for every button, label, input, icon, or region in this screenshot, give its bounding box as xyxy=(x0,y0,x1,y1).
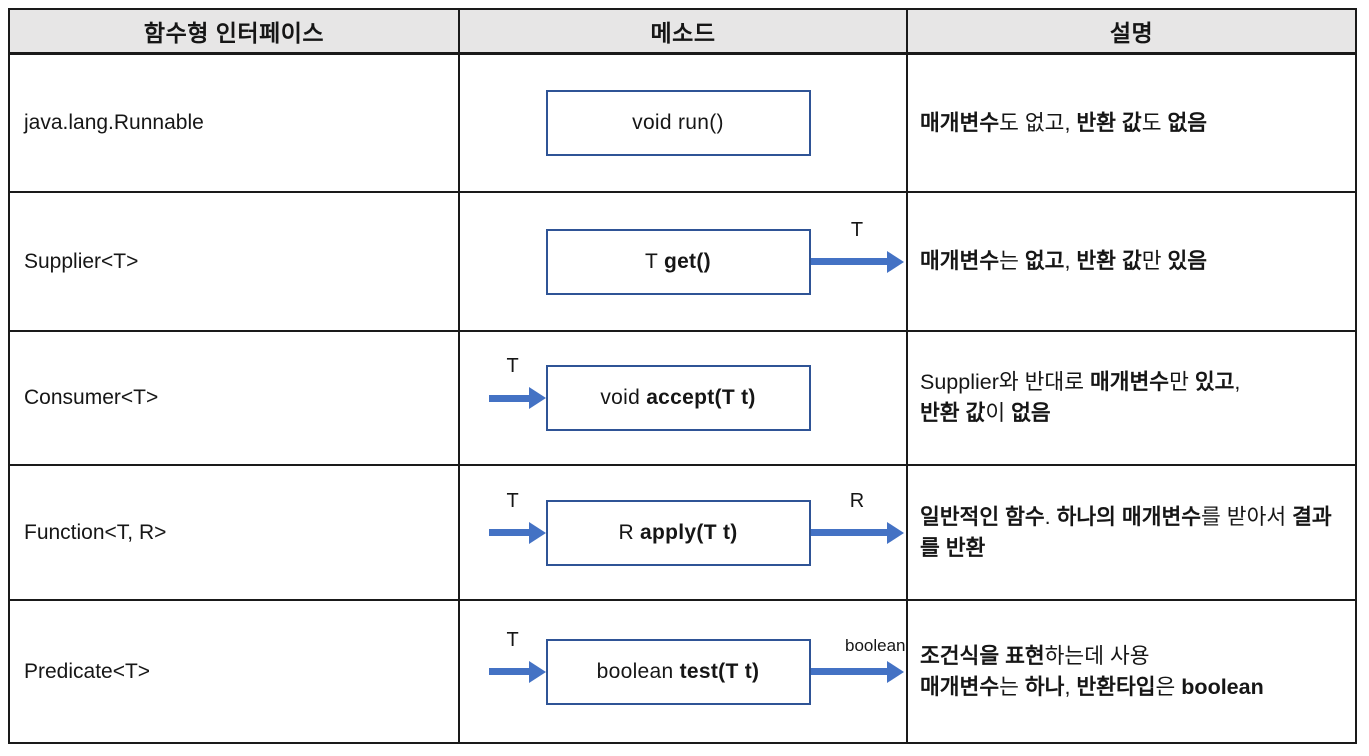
output-arrow-label: R xyxy=(849,489,865,512)
method-cell: T boolean test(T t) boolean xyxy=(460,601,908,742)
method-box: boolean test(T t) xyxy=(545,638,811,705)
interface-name: Function<T, R> xyxy=(24,520,167,544)
description-line: 조건식을 표현하는데 사용 xyxy=(920,643,1150,668)
arrow-shaft xyxy=(810,529,887,536)
interface-name: Consumer<T> xyxy=(24,386,159,409)
method-box: R apply(T t) xyxy=(545,499,811,566)
description-line: Supplier와 반대로 매개변수만 있고, xyxy=(920,370,1241,395)
arrow-shaft xyxy=(810,258,887,265)
method-box: void accept(T t) xyxy=(545,365,811,431)
interface-cell: Consumer<T> xyxy=(10,332,460,466)
header-functional-interface: 함수형 인터페이스 xyxy=(10,10,460,55)
input-arrow-label: T xyxy=(506,489,519,512)
output-arrow-label: boolean xyxy=(844,635,906,655)
arrow-head-icon xyxy=(886,660,904,683)
interface-cell: Supplier<T> xyxy=(10,193,460,332)
arrow-head-icon xyxy=(886,521,904,544)
output-arrow: T xyxy=(810,219,904,273)
arrow-shaft xyxy=(810,668,887,675)
method-diagram: T get() T xyxy=(489,219,904,295)
header-method: 메소드 xyxy=(460,10,908,55)
description-line: 매개변수는 없고, 반환 값만 있음 xyxy=(920,249,1208,274)
description-cell: 일반적인 함수. 하나의 매개변수를 받아서 결과를 반환 xyxy=(908,466,1355,601)
method-box: void run() xyxy=(545,90,811,156)
interface-cell: Predicate<T> xyxy=(10,601,460,742)
input-arrow: T xyxy=(488,490,546,544)
method-diagram: void run() xyxy=(489,90,904,156)
method-cell: T get() T xyxy=(460,193,908,332)
output-arrow: boolean xyxy=(810,636,906,683)
interface-name: Supplier<T> xyxy=(24,249,139,273)
arrow-head-icon xyxy=(528,521,546,544)
input-arrow: T xyxy=(488,629,546,683)
output-arrow-label: T xyxy=(850,218,864,241)
output-arrow: R xyxy=(810,490,904,544)
arrow-head-icon xyxy=(528,387,546,409)
description-line: 일반적인 함수. 하나의 매개변수를 받아서 결과를 반환 xyxy=(920,504,1332,560)
input-arrow-label: T xyxy=(506,355,519,377)
interface-name: java.lang.Runnable xyxy=(24,111,204,134)
description-line: 매개변수도 없고, 반환 값도 없음 xyxy=(920,110,1208,135)
input-arrow: T xyxy=(488,355,546,409)
method-cell: T R apply(T t) R xyxy=(460,466,908,601)
arrow-shaft xyxy=(488,668,529,675)
arrow-shaft xyxy=(488,394,529,402)
header-description: 설명 xyxy=(908,10,1355,55)
interface-cell: Function<T, R> xyxy=(10,466,460,601)
description-cell: 매개변수도 없고, 반환 값도 없음 xyxy=(908,55,1355,193)
method-box: T get() xyxy=(545,228,811,295)
interface-cell: java.lang.Runnable xyxy=(10,55,460,193)
method-cell: void run() xyxy=(460,55,908,193)
description-line: 반환 값이 없음 xyxy=(920,401,1051,425)
description-cell: Supplier와 반대로 매개변수만 있고, 반환 값이 없음 xyxy=(908,332,1355,466)
method-cell: T void accept(T t) xyxy=(460,332,908,466)
method-diagram: T R apply(T t) R xyxy=(488,490,904,566)
arrow-head-icon xyxy=(886,250,904,273)
method-diagram: T boolean test(T t) boolean xyxy=(488,629,906,705)
method-diagram: T void accept(T t) xyxy=(488,355,904,431)
description-cell: 매개변수는 없고, 반환 값만 있음 xyxy=(908,193,1355,332)
interface-name: Predicate<T> xyxy=(24,659,151,683)
arrow-head-icon xyxy=(528,660,546,683)
functional-interface-table: 함수형 인터페이스 메소드 설명 java.lang.Runnable void… xyxy=(8,8,1357,744)
description-line: 매개변수는 하나, 반환타입은 boolean xyxy=(920,674,1264,699)
input-arrow-label: T xyxy=(506,628,519,651)
arrow-shaft xyxy=(488,529,529,536)
